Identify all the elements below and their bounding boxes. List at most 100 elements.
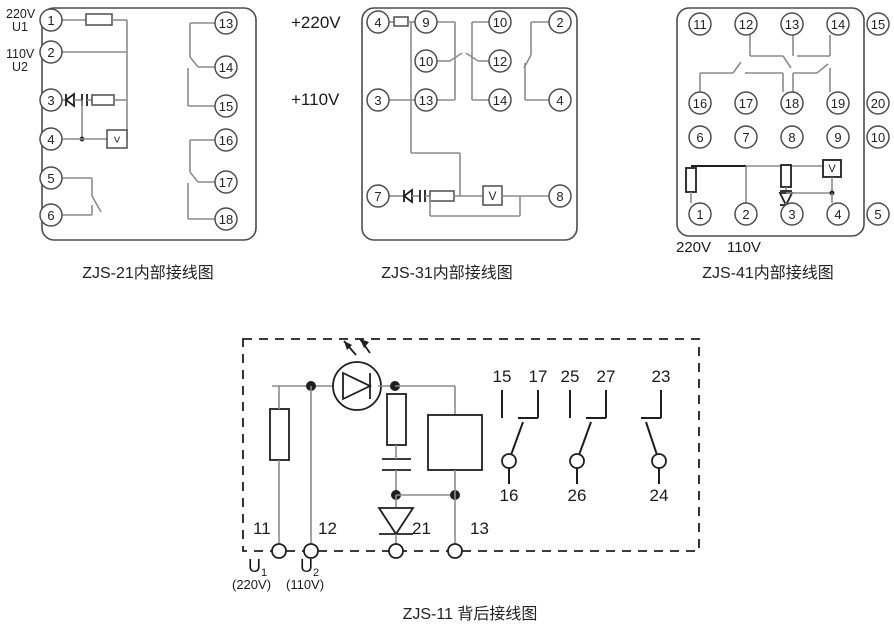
terminal-12-41[interactable]: 12 — [734, 12, 758, 36]
terminal-8-41[interactable]: 8 — [780, 125, 804, 149]
terminal-5-41-label: 5 — [874, 207, 881, 222]
terminal-15-41[interactable]: 15 — [866, 12, 890, 36]
voltage-220v-line2: U1 — [12, 20, 28, 34]
terminal-10-col2[interactable]: 10 — [488, 10, 512, 34]
terminal-14-41[interactable]: 14 — [826, 12, 850, 36]
terminal-3-left[interactable]: 3 — [366, 88, 390, 112]
diode-d31 — [402, 188, 413, 204]
terminal-9[interactable]: 9 — [414, 10, 438, 34]
u2-symbol: U — [300, 556, 313, 576]
contact-blade-24 — [645, 421, 658, 456]
zjs-41-row-2: 6 7 8 9 10 — [688, 125, 890, 149]
zjs-21-voltage-label-0: 220V U1 — [6, 7, 36, 34]
terminal-4[interactable]: 4 — [39, 127, 63, 151]
terminal-8-41-label: 8 — [788, 130, 795, 145]
terminal-9-label: 9 — [422, 15, 429, 30]
terminal-8-label: 8 — [556, 189, 563, 204]
resistor-41-r1 — [685, 167, 697, 193]
terminal-7[interactable]: 7 — [366, 184, 390, 208]
terminal-17-41[interactable]: 17 — [734, 91, 758, 115]
terminal-8[interactable]: 8 — [548, 184, 572, 208]
contact-label-24: 24 — [650, 486, 669, 505]
contact-pin-26[interactable] — [569, 453, 585, 469]
contact-label-17: 17 — [529, 367, 548, 386]
terminal-14[interactable]: 14 — [214, 55, 238, 79]
u1-voltage: (220V) — [232, 577, 271, 592]
terminal-2-col3[interactable]: 2 — [548, 10, 572, 34]
terminal-9-41[interactable]: 9 — [826, 125, 850, 149]
terminal-4-left[interactable]: 4 — [366, 10, 390, 34]
contact-pin-24[interactable] — [651, 453, 667, 469]
terminal-2-col3-label: 2 — [556, 15, 563, 30]
diagram-zjs-21: 220V U1 110V U2 — [6, 7, 257, 282]
u2-label-group: U 2 (110V) — [286, 556, 324, 592]
terminal-4-41[interactable]: 4 — [826, 202, 850, 226]
diagram-zjs-31: +220V +110V — [291, 7, 578, 282]
zjs-11-caption: ZJS-11 背后接线图 — [403, 605, 538, 623]
terminal-16[interactable]: 16 — [214, 128, 238, 152]
terminal-17[interactable]: 17 — [214, 170, 238, 194]
terminal-4-col3-label: 4 — [556, 93, 563, 108]
terminal-1[interactable]: 1 — [39, 8, 63, 32]
terminal-7-label: 7 — [374, 189, 381, 204]
terminal-15[interactable]: 15 — [214, 94, 238, 118]
terminal-19-41[interactable]: 19 — [826, 91, 850, 115]
terminal-20-41[interactable]: 20 — [866, 91, 890, 115]
zjs-41-voltage-220v: 220V — [676, 239, 711, 256]
terminal-18-41[interactable]: 18 — [780, 91, 804, 115]
terminal-2-label: 2 — [47, 45, 54, 60]
contact-blade-41a — [782, 55, 792, 69]
terminal-13-number: 13 — [470, 519, 489, 538]
comparator-symbol: < — [110, 136, 124, 143]
u2-voltage: (110V) — [286, 577, 324, 592]
terminal-4-label: 4 — [47, 132, 54, 147]
resistor-r2 — [91, 94, 115, 106]
terminal-3[interactable]: 3 — [39, 88, 63, 112]
terminal-13[interactable]: 13 — [214, 11, 238, 35]
terminal-13-41[interactable]: 13 — [780, 12, 804, 36]
contact-label-27: 27 — [597, 367, 616, 386]
terminal-18[interactable]: 18 — [214, 207, 238, 231]
diagram-zjs-41: V 11 12 13 14 15 16 17 18 19 20 6 — [676, 7, 890, 282]
terminal-11[interactable]: 11 — [688, 12, 712, 36]
contact-pin-16[interactable] — [501, 453, 517, 469]
terminal-7-41[interactable]: 7 — [734, 125, 758, 149]
terminal-1-41[interactable]: 1 — [688, 202, 712, 226]
terminal-10-41[interactable]: 10 — [866, 125, 890, 149]
terminal-16-41[interactable]: 16 — [688, 91, 712, 115]
terminal-16-41-label: 16 — [693, 96, 707, 111]
terminal-3-41[interactable]: 3 — [780, 202, 804, 226]
terminal-pin-12[interactable] — [303, 543, 319, 559]
terminal-17-label: 17 — [219, 175, 233, 190]
terminal-6-41[interactable]: 6 — [688, 125, 712, 149]
terminal-1-label: 1 — [47, 13, 54, 28]
comparator-block — [106, 129, 128, 149]
terminal-2-41-label: 2 — [742, 207, 749, 222]
terminal-2[interactable]: 2 — [39, 40, 63, 64]
zjs-41-voltage-110v: 110V — [727, 239, 761, 256]
terminal-14-col2[interactable]: 14 — [488, 88, 512, 112]
zjs-41-panel — [676, 7, 865, 237]
zjs-21-panel — [41, 7, 257, 241]
terminal-10-col1[interactable]: 10 — [414, 49, 438, 73]
contact-blade-41b — [732, 61, 742, 74]
terminal-2-41[interactable]: 2 — [734, 202, 758, 226]
diode-d1 — [64, 92, 75, 108]
terminal-12[interactable]: 12 — [488, 49, 512, 73]
terminal-10-41-label: 10 — [871, 130, 885, 145]
terminal-6-label: 6 — [47, 208, 54, 223]
terminal-15-41-label: 15 — [871, 17, 885, 32]
zjs-31-voltage-220v: +220V — [291, 13, 341, 32]
terminal-19-41-label: 19 — [831, 96, 845, 111]
terminal-5-41[interactable]: 5 — [866, 202, 890, 226]
terminal-6[interactable]: 6 — [39, 203, 63, 227]
terminal-4-col3[interactable]: 4 — [548, 88, 572, 112]
terminal-pin-21[interactable] — [388, 543, 404, 559]
terminal-5[interactable]: 5 — [39, 166, 63, 190]
terminal-pin-11[interactable] — [271, 543, 287, 559]
zjs-21-left-terminals: 1 2 3 4 5 — [39, 8, 63, 227]
u1-subscript: 1 — [261, 567, 267, 579]
terminal-13-col1[interactable]: 13 — [414, 88, 438, 112]
terminal-pin-13[interactable] — [447, 543, 463, 559]
